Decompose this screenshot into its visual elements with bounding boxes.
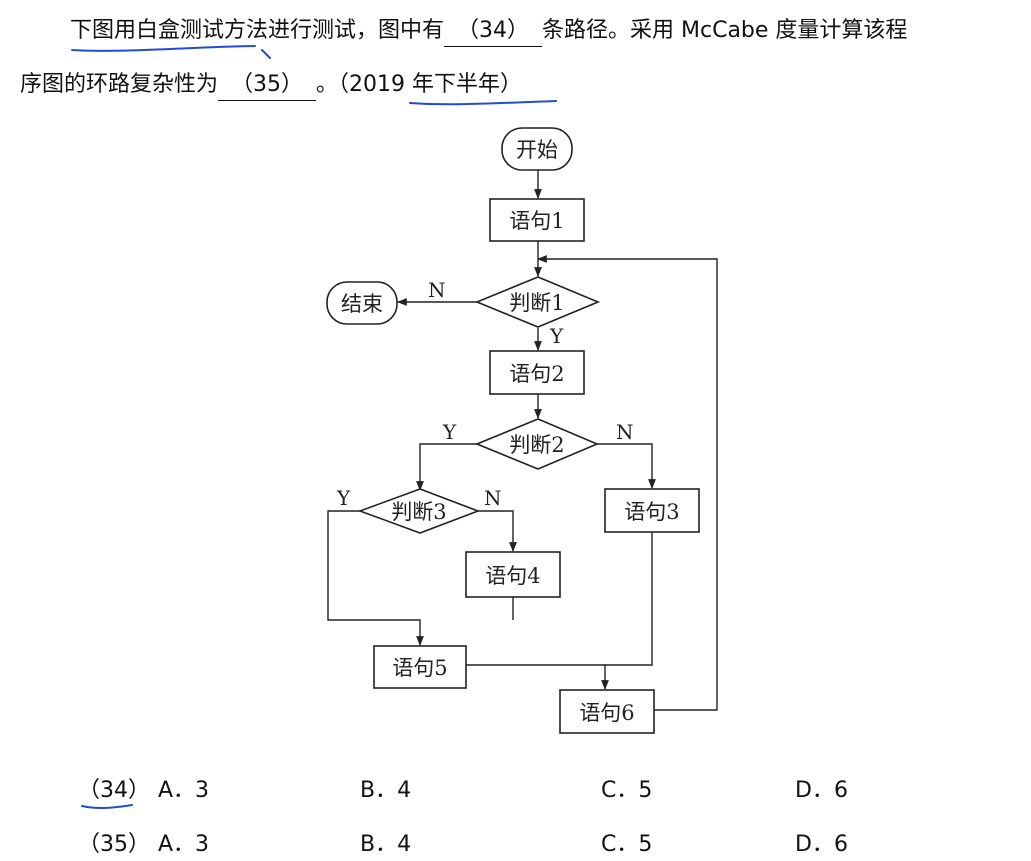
- flow-edges: [327, 170, 718, 711]
- label-no: N: [616, 420, 634, 444]
- option-b[interactable]: B．4: [360, 778, 412, 803]
- source-year: 2019 年下半年: [349, 72, 501, 97]
- question-number: （34）: [78, 778, 150, 803]
- svg-text:结束: 结束: [341, 292, 383, 316]
- node-decision-1: 判断1: [474, 276, 601, 328]
- label-yes: Y: [336, 486, 351, 510]
- node-statement-4: 语句4: [465, 551, 561, 598]
- blank-34: （34）: [444, 16, 543, 47]
- svg-text:开始: 开始: [516, 138, 558, 162]
- option-c[interactable]: C．5: [601, 778, 653, 803]
- question-text: 。（: [316, 72, 350, 97]
- svg-text:判断1: 判断1: [509, 291, 564, 315]
- node-statement-2: 语句2: [489, 350, 585, 395]
- svg-text:判断3: 判断3: [391, 500, 446, 524]
- blank-35: （35）: [218, 70, 317, 101]
- svg-text:语句1: 语句1: [509, 209, 564, 233]
- cursor-icon: [261, 49, 271, 59]
- svg-text:语句6: 语句6: [579, 701, 634, 725]
- node-statement-1: 语句1: [489, 198, 585, 242]
- ink-underline: [71, 45, 256, 52]
- ink-underline: [409, 100, 557, 106]
- svg-text:语句4: 语句4: [485, 564, 540, 588]
- svg-text:语句2: 语句2: [509, 362, 564, 386]
- label-no: N: [428, 278, 446, 302]
- question-text: ）: [500, 72, 523, 97]
- ink-underline: [81, 804, 133, 809]
- node-statement-3: 语句3: [604, 488, 700, 533]
- question-text: 下图用白盒测试方法进行测试，图中有: [70, 18, 445, 43]
- option-a[interactable]: A．3: [158, 778, 210, 803]
- node-statement-5: 语句5: [373, 645, 467, 689]
- question-number: （35）: [78, 832, 150, 857]
- node-decision-2: 判断2: [474, 418, 600, 470]
- option-b[interactable]: B．4: [360, 832, 412, 857]
- node-statement-6: 语句6: [559, 689, 655, 734]
- option-a[interactable]: A．3: [158, 832, 210, 857]
- node-start: 开始: [501, 127, 573, 171]
- svg-text:语句5: 语句5: [392, 656, 447, 680]
- option-d[interactable]: D．6: [795, 778, 848, 803]
- label-yes: Y: [549, 324, 564, 348]
- question-text: 序图的环路复杂性为: [20, 72, 219, 97]
- option-d[interactable]: D．6: [795, 832, 848, 857]
- node-end: 结束: [326, 281, 398, 325]
- label-no: N: [484, 486, 502, 510]
- option-c[interactable]: C．5: [601, 832, 653, 857]
- label-yes: Y: [442, 420, 457, 444]
- svg-text:语句3: 语句3: [624, 500, 679, 524]
- svg-text:判断2: 判断2: [509, 433, 564, 457]
- question-line-1: 下图用白盒测试方法进行测试，图中有（34）条路径。采用 McCabe 度量计算该…: [70, 16, 907, 47]
- question-text: 条路径。采用 McCabe 度量计算该程: [542, 18, 908, 43]
- node-decision-3: 判断3: [357, 488, 481, 534]
- question-line-2: 序图的环路复杂性为（35）。（2019 年下半年）: [20, 70, 522, 101]
